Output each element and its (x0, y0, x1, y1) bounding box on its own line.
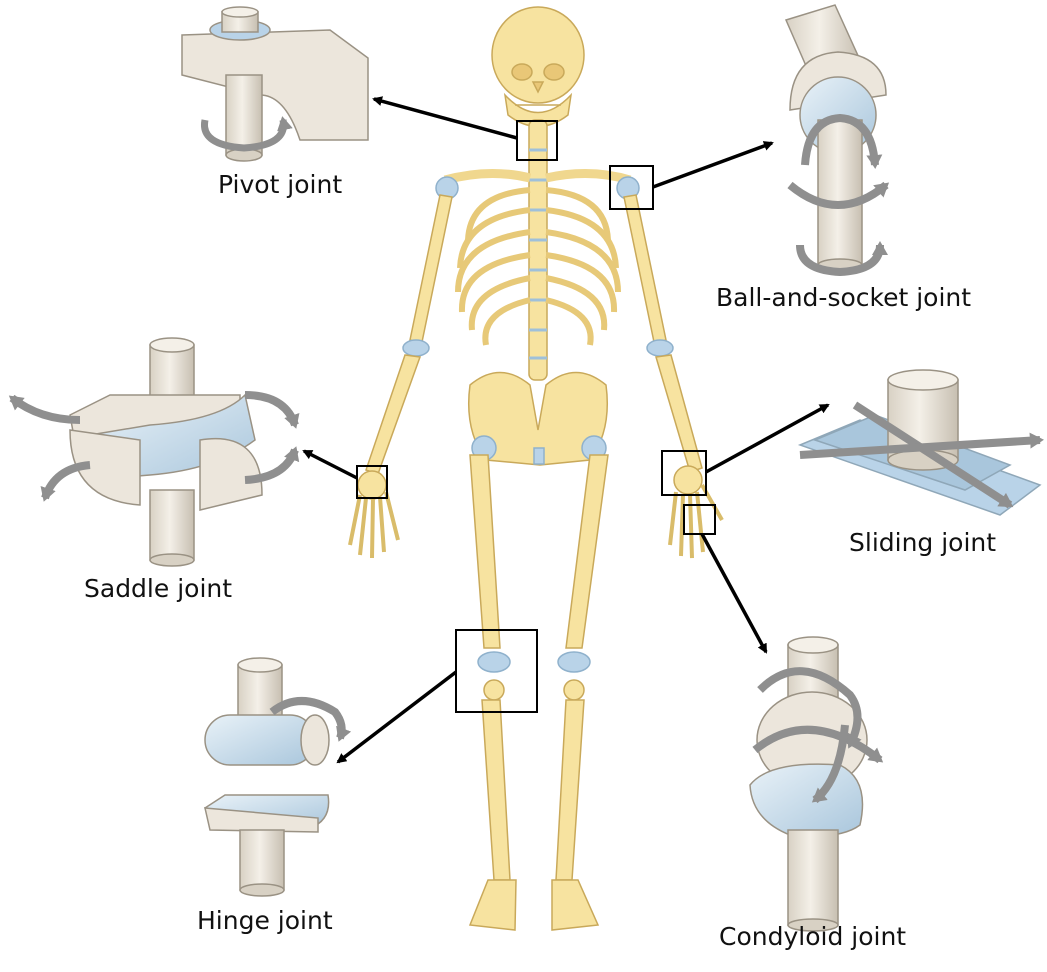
femur-left (469, 454, 501, 649)
foot-left (468, 879, 517, 931)
skeleton-figure (348, 6, 724, 931)
pointer-ball (652, 141, 774, 189)
femur-right (565, 454, 609, 649)
hinge-joint-model (204, 657, 352, 897)
pointer-saddle (302, 449, 358, 480)
locator-finger-right (683, 504, 716, 535)
sliding-joint-model (797, 369, 1044, 516)
pointer-pivot (372, 96, 518, 140)
ball-and-socket-model (784, 4, 890, 277)
pivot-joint-model (181, 6, 369, 162)
label-ball-and-socket-joint: Ball-and-socket joint (716, 283, 972, 312)
condyloid-joint-model (749, 636, 884, 932)
clavicle-left (443, 169, 532, 185)
pointer-hinge (336, 670, 458, 764)
jaw (503, 92, 573, 128)
label-sliding-joint: Sliding joint (849, 528, 997, 557)
pointer-condyloid (700, 533, 768, 654)
rib-cage (455, 187, 621, 346)
locator-wrist-right (661, 450, 707, 496)
foot-right (551, 879, 600, 931)
locator-knee (455, 629, 538, 713)
spine (528, 119, 548, 381)
humerus-left (409, 194, 453, 343)
tibia-right (555, 699, 585, 881)
pointer-sliding (705, 403, 830, 474)
saddle-joint-model (8, 337, 300, 567)
label-condyloid-joint: Condyloid joint (719, 922, 907, 951)
clavicle-right (545, 169, 632, 185)
skull (491, 6, 585, 104)
label-pivot-joint: Pivot joint (218, 170, 343, 199)
locator-wrist-left (356, 465, 388, 499)
hand-right (668, 465, 724, 559)
locator-shoulder (609, 165, 654, 210)
locator-neck (516, 120, 558, 161)
forearm-right (655, 354, 703, 473)
label-saddle-joint: Saddle joint (84, 574, 233, 603)
forearm-left (365, 354, 422, 475)
humerus-right (623, 194, 667, 343)
tibia-left (481, 699, 511, 881)
label-hinge-joint: Hinge joint (197, 906, 333, 935)
locator-boxes (356, 120, 716, 713)
